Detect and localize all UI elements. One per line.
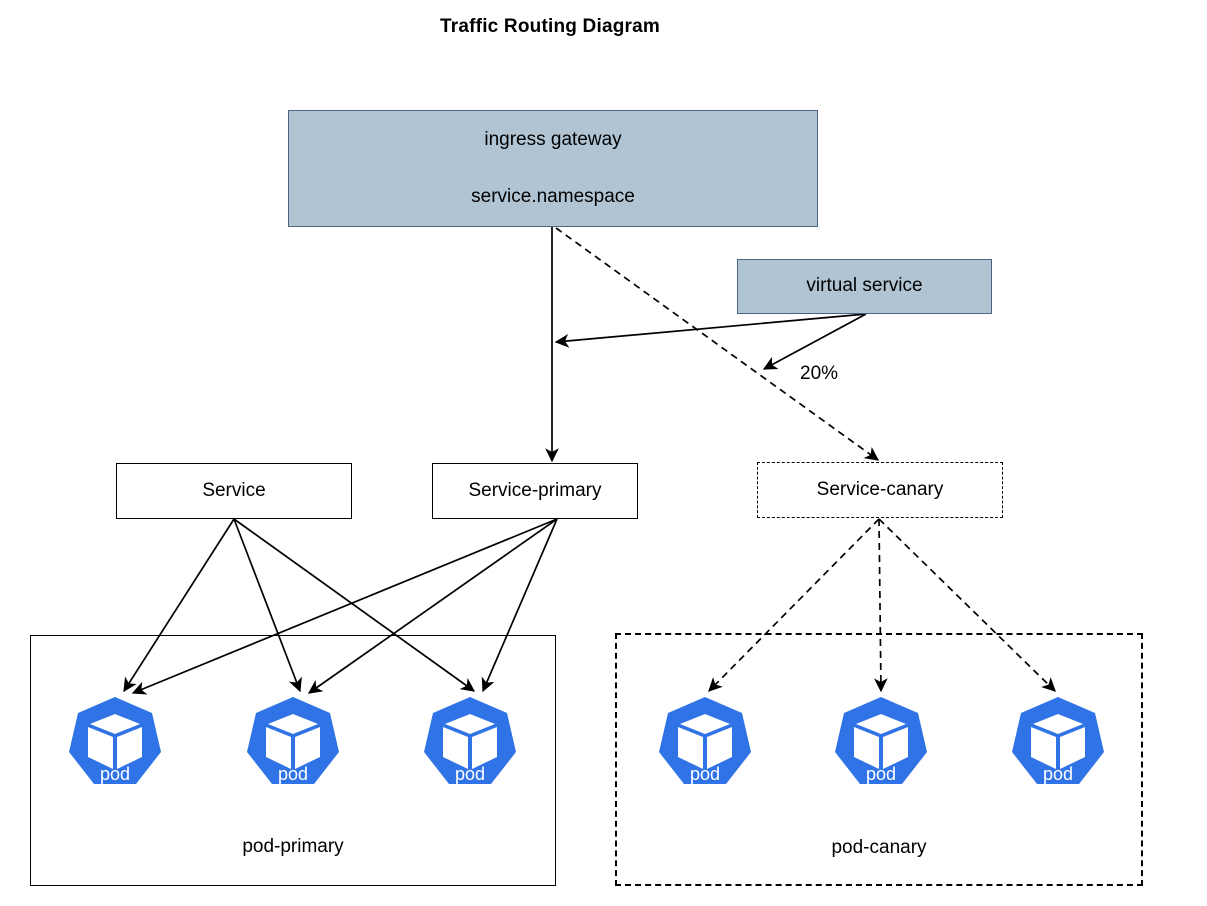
pod-hexagon-shape: [247, 697, 339, 784]
service-canary-label: Service-canary: [816, 478, 944, 500]
node-service-canary[interactable]: Service-canary: [757, 462, 1003, 518]
edge-service-to-pod-2: [233, 518, 302, 693]
edge-gateway-to-service-canary: [555, 227, 880, 461]
pod-canary-3-label: pod: [1043, 764, 1073, 784]
edge-service-to-pod-3: [233, 518, 476, 692]
edge-virtualservice-to-canary-path: [762, 313, 867, 370]
edge-service-canary-to-pod-3: [878, 518, 1056, 692]
edge-service-primary-to-pod-1: [131, 518, 558, 695]
pod-primary-2[interactable]: pod: [241, 694, 345, 798]
pod-primary-2-label: pod: [278, 764, 308, 784]
edge-service-canary-to-pod-1: [708, 518, 880, 692]
pod-canary-1[interactable]: pod: [653, 694, 757, 798]
edge-virtualservice-to-primary-path: [554, 313, 867, 348]
edge-service-primary-to-pod-2: [307, 518, 558, 694]
node-service[interactable]: Service: [116, 463, 352, 519]
pod-primary-group-label: pod-primary: [242, 836, 344, 857]
edge-service-to-pod-1: [123, 518, 235, 693]
node-service-primary[interactable]: Service-primary: [432, 463, 638, 519]
node-ingress-gateway[interactable]: ingress gateway service.namespace: [288, 110, 818, 227]
pod-canary-2-label: pod: [866, 764, 896, 784]
ingress-gateway-subtitle: service.namespace: [471, 185, 635, 207]
virtual-service-label: virtual service: [806, 275, 923, 297]
pod-hexagon-shape: [424, 697, 516, 784]
pod-primary-3-label: pod: [455, 764, 485, 784]
canary-weight-label: 20%: [800, 363, 839, 384]
node-virtual-service[interactable]: virtual service: [737, 259, 992, 314]
pod-hexagon-shape: [69, 697, 161, 784]
pod-canary-2[interactable]: pod: [829, 694, 933, 798]
pod-hexagon-shape: [835, 697, 927, 784]
pod-primary-1[interactable]: pod: [63, 694, 167, 798]
service-label: Service: [202, 479, 266, 501]
edge-service-primary-to-pod-3: [481, 518, 558, 693]
edge-service-canary-to-pod-2: [873, 518, 888, 693]
page-title: Traffic Routing Diagram: [440, 16, 660, 37]
pod-primary-3[interactable]: pod: [418, 694, 522, 798]
group-pod-primary: pod-primary: [30, 635, 556, 886]
group-pod-canary: pod-canary: [615, 633, 1143, 886]
pod-canary-1-label: pod: [690, 764, 720, 784]
pod-primary-1-label: pod: [100, 764, 130, 784]
service-primary-label: Service-primary: [468, 479, 602, 501]
pod-canary-3[interactable]: pod: [1006, 694, 1110, 798]
ingress-gateway-title: ingress gateway: [484, 128, 622, 150]
pod-canary-group-label: pod-canary: [831, 837, 927, 858]
pod-hexagon-shape: [659, 697, 751, 784]
pod-hexagon-shape: [1012, 697, 1104, 784]
